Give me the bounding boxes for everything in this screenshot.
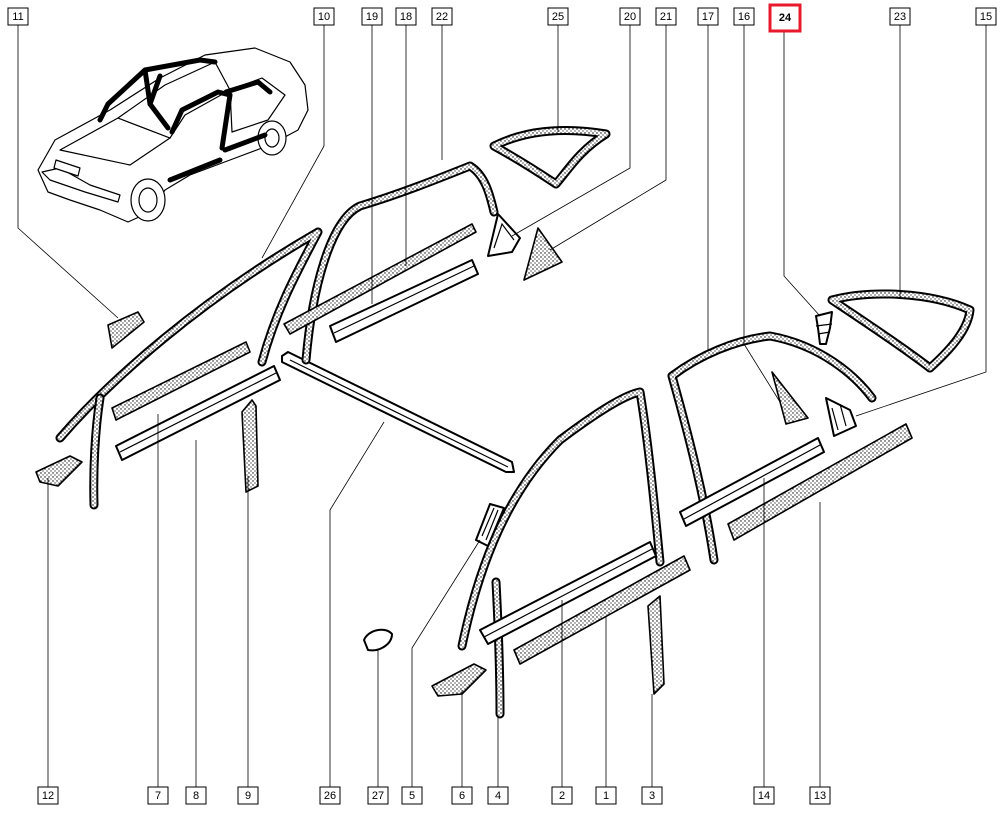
part-front-door-window-frame-seal[interactable] — [457, 387, 665, 651]
callout-3-label: 3 — [649, 790, 655, 802]
callout-9-label: 9 — [245, 790, 251, 802]
part-10-front-door-frame-seal[interactable] — [55, 227, 323, 443]
part-20-rear-door-corner-trim[interactable] — [487, 213, 521, 257]
callout-16[interactable]: 16 — [733, 7, 755, 26]
callout-20-label: 20 — [624, 11, 636, 23]
part-12-lower-corner-trim[interactable] — [35, 455, 83, 487]
callout-3[interactable]: 3 — [641, 786, 663, 805]
callout-12[interactable]: 12 — [37, 786, 59, 805]
callout-11[interactable]: 11 — [7, 7, 29, 26]
callout-11-label: 11 — [12, 11, 23, 23]
callout-5[interactable]: 5 — [401, 786, 423, 805]
callout-2-label: 2 — [559, 790, 565, 802]
part-1-front-door-outer-strip[interactable] — [513, 555, 691, 665]
callout-13-label: 13 — [814, 790, 826, 802]
part-3-front-door-lower-pillar-trim[interactable] — [647, 595, 665, 695]
part-6-lower-corner-trim[interactable] — [431, 663, 487, 697]
part-18-rear-door-inner-strip[interactable] — [283, 223, 477, 335]
leader-lines — [17, 25, 987, 787]
callout-5-label: 5 — [409, 790, 415, 802]
callout-10[interactable]: 10 — [313, 7, 335, 26]
callout-27-label: 27 — [372, 790, 384, 802]
callout-24-label: 24 — [779, 12, 792, 24]
callout-26[interactable]: 26 — [319, 786, 341, 805]
part-7-front-door-inner-strip[interactable] — [111, 341, 251, 421]
callout-18-label: 18 — [400, 11, 412, 23]
part-11-mirror-trim[interactable] — [107, 311, 145, 349]
part-2-front-door-inner-strip[interactable] — [479, 541, 657, 645]
callout-21-label: 21 — [660, 11, 672, 23]
callout-19[interactable]: 19 — [361, 7, 383, 26]
callout-15-label: 15 — [980, 11, 992, 23]
part-23-rear-quarter-window-seal[interactable] — [827, 289, 975, 373]
callout-4-label: 4 — [495, 790, 501, 802]
callout-2[interactable]: 2 — [551, 786, 573, 805]
callout-1-label: 1 — [603, 790, 609, 802]
callout-12-label: 12 — [42, 790, 54, 802]
callout-6[interactable]: 6 — [451, 786, 473, 805]
callout-19-label: 19 — [366, 11, 378, 23]
callout-15[interactable]: 15 — [975, 7, 997, 26]
callout-8-label: 8 — [193, 790, 199, 802]
part-front-door-pillar-seal[interactable] — [89, 393, 105, 510]
callout-4[interactable]: 4 — [487, 786, 509, 805]
part-25-rear-quarter-window-seal[interactable] — [489, 125, 611, 189]
car-overview-illustration — [37, 47, 309, 223]
part-27-clip[interactable] — [363, 628, 393, 652]
callout-16-label: 16 — [738, 11, 750, 23]
callout-27[interactable]: 27 — [367, 786, 389, 805]
callout-17-label: 17 — [702, 11, 714, 23]
callout-18[interactable]: 18 — [395, 7, 417, 26]
part-9-front-door-pillar-trim[interactable] — [241, 399, 259, 493]
callout-13[interactable]: 13 — [809, 786, 831, 805]
callout-23[interactable]: 23 — [889, 7, 911, 26]
callout-20[interactable]: 20 — [619, 7, 641, 26]
part-17-rear-door-frame-seal[interactable] — [667, 331, 877, 565]
callout-14[interactable]: 14 — [753, 786, 775, 805]
part-21-rear-door-triangle-trim[interactable] — [523, 227, 563, 281]
callout-6-label: 6 — [459, 790, 465, 802]
callout-25[interactable]: 25 — [547, 7, 569, 26]
callout-9[interactable]: 9 — [237, 786, 259, 805]
callout-7-label: 7 — [155, 790, 161, 802]
part-24-clip[interactable] — [815, 311, 833, 345]
part-13-rear-door-outer-strip[interactable] — [727, 423, 913, 541]
part-26-roof-drip-molding[interactable] — [281, 351, 515, 473]
part-14-rear-door-inner-strip[interactable] — [679, 437, 825, 527]
callout-1[interactable]: 1 — [595, 786, 617, 805]
part-16-rear-door-triangle-trim[interactable] — [771, 371, 809, 425]
part-4-front-door-pillar-seal[interactable] — [491, 577, 505, 719]
callout-22[interactable]: 22 — [431, 7, 453, 26]
callout-17[interactable]: 17 — [697, 7, 719, 26]
callout-22-label: 22 — [436, 11, 448, 23]
part-5-mirror-trim[interactable] — [475, 503, 505, 547]
callout-24[interactable]: 24 — [768, 3, 802, 33]
part-15-rear-door-corner-trim[interactable] — [825, 397, 857, 437]
callout-14-label: 14 — [758, 790, 770, 802]
part-8-front-door-outer-strip[interactable] — [115, 365, 281, 461]
callout-25-label: 25 — [552, 11, 564, 23]
callout-26-label: 26 — [324, 790, 336, 802]
callout-10-label: 10 — [318, 11, 330, 23]
part-19-rear-door-outer-strip[interactable] — [329, 259, 479, 343]
callout-7[interactable]: 7 — [147, 786, 169, 805]
callout-23-label: 23 — [894, 11, 906, 23]
part-22-rear-door-frame-seal[interactable] — [301, 161, 499, 365]
callout-21[interactable]: 21 — [655, 7, 677, 26]
callout-8[interactable]: 8 — [185, 786, 207, 805]
